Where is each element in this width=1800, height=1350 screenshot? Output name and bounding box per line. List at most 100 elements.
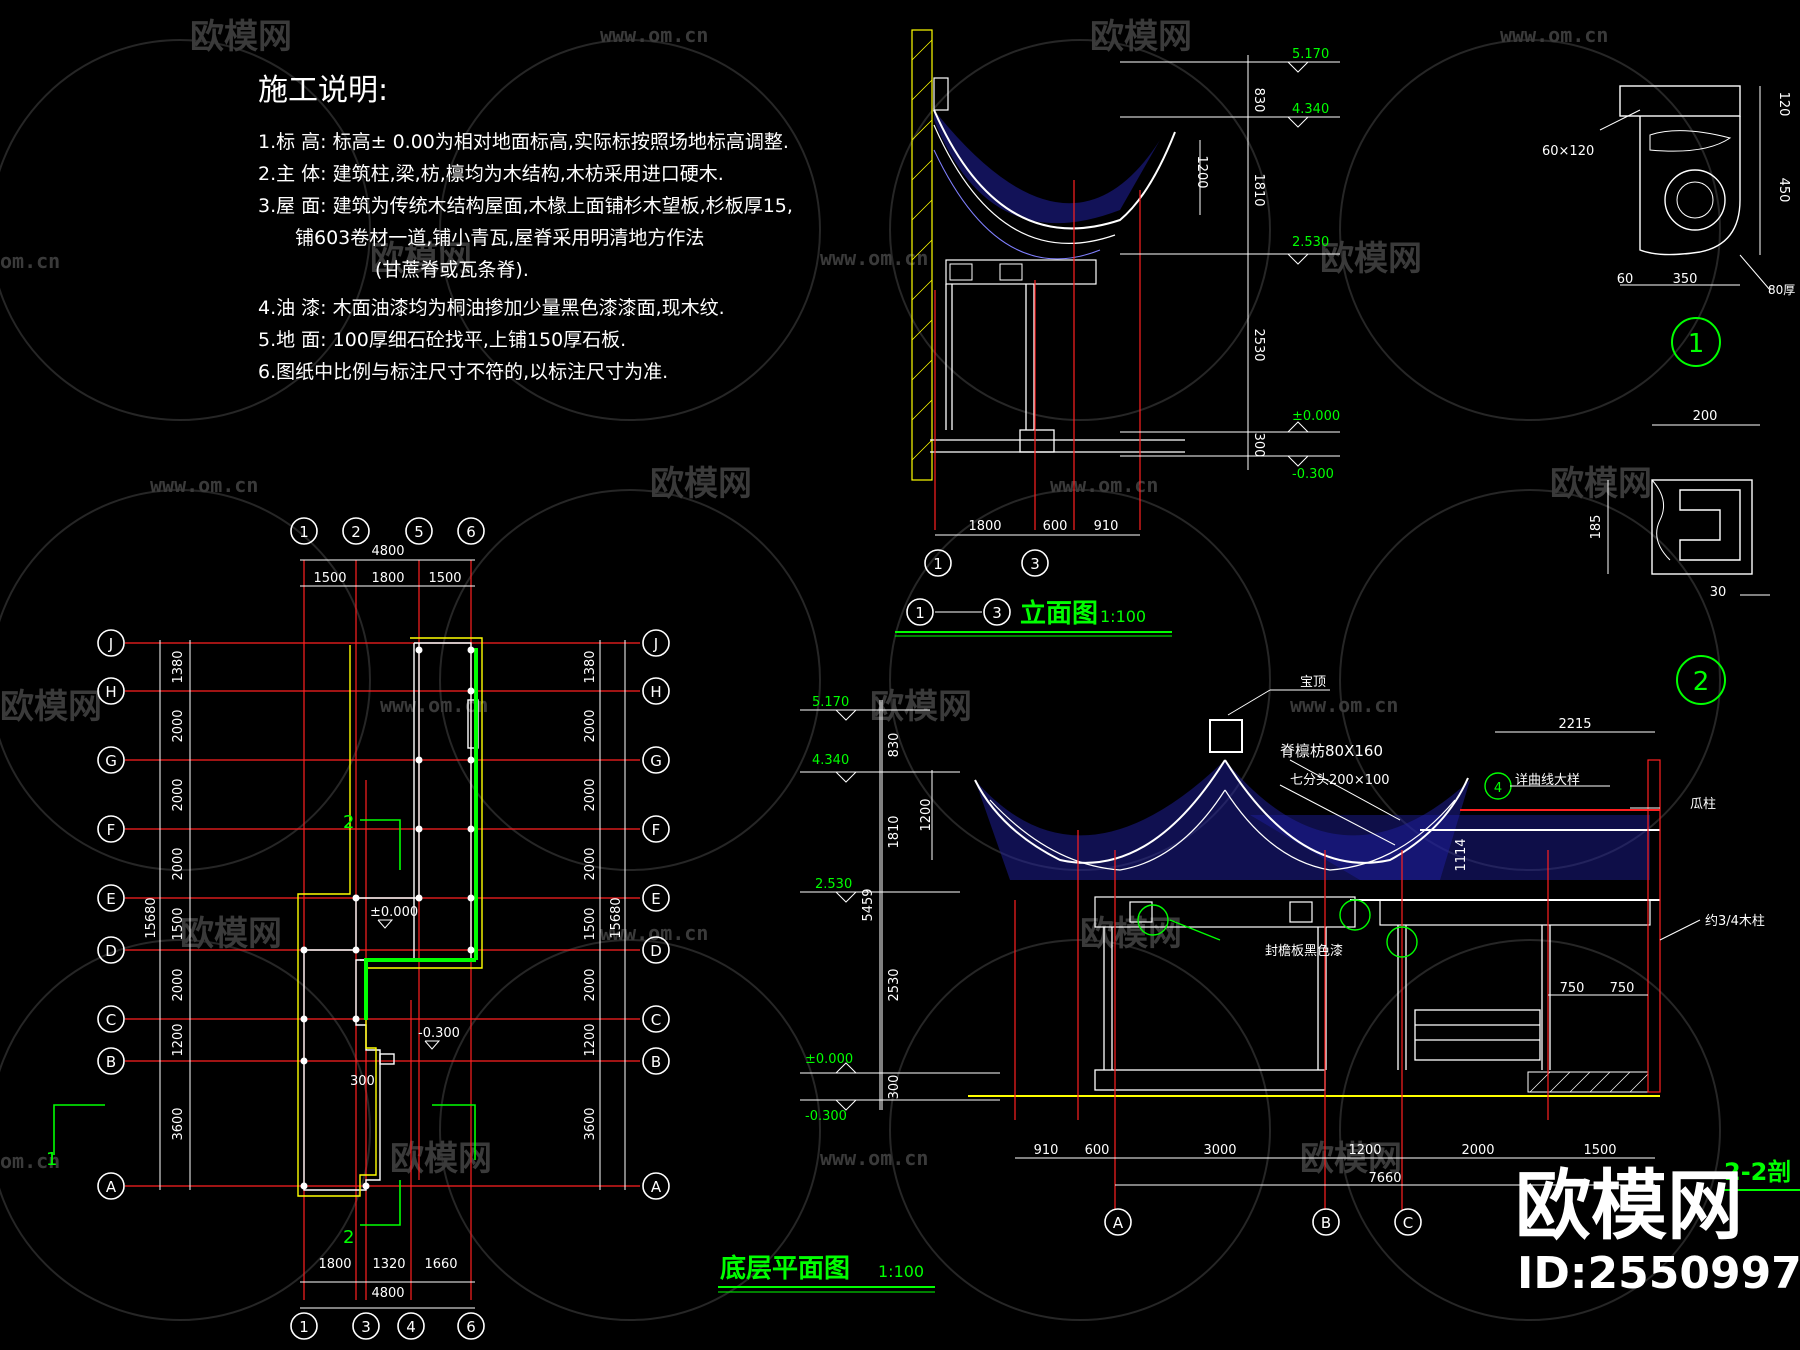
axis-label: B [651,1053,661,1071]
sec-hdim: 1200 [1348,1143,1381,1158]
plan-bottom-dim: 1660 [424,1257,457,1272]
model-id: ID:2550997 [1517,1248,1800,1299]
sec-eave-dim: 1200 [919,798,934,831]
plan-level-upper: ±0.000 [370,905,418,920]
detail-2: 200 185 30 2 [1589,409,1770,705]
dim-label: 1500 [583,907,598,940]
sec-inner-dim: 750 [1560,981,1585,996]
plan-total-length: 15680 [609,897,624,938]
dim-label: 1380 [583,650,598,683]
elev-vdim: 830 [1251,88,1266,113]
elev-hdim: 600 [1043,519,1068,534]
watermark-logo: 欧模网 [1300,1139,1402,1179]
dim-label: 1200 [171,1023,186,1056]
note-line: 3.屋 面: 建筑为传统木结构屋面,木椽上面铺杉木望板,杉板厚15, [258,195,793,217]
elev-vdim: 300 [1251,433,1266,458]
watermark-url: www.om.cn [1500,23,1608,47]
axis-label: 1 [299,1318,309,1336]
axis-label: J [108,635,113,653]
watermark-logo: 欧模网 [1090,17,1192,57]
floor-plan: 1 2 5 6 4800 1500 1800 1500 1800 1320 16… [46,517,935,1340]
watermark-url: www.om.cn [150,473,258,497]
note-line: 铺603卷材一道,铺小青瓦,屋脊采用明清地方作法 [295,227,704,249]
sec-level: -0.300 [805,1109,847,1124]
sec-total-height: 5459 [861,888,876,921]
dim-label: 1500 [171,907,186,940]
plan-bottom-axes: 1 3 4 6 [290,1312,485,1340]
watermark-logo: 欧模网 [1550,464,1652,504]
elev-scale: 1:100 [1100,607,1146,626]
dim-label: 2000 [583,709,598,742]
axis-label: C [106,1011,116,1029]
watermark-url: www.om.cn [820,1146,928,1170]
plan-row-axes-right: J H G F E D C B A [642,629,670,1200]
dim-label: 1200 [583,1023,598,1056]
detail-1: 120 450 60 350 60×120 80厚 1 [1542,85,1795,367]
plan-bottom-dim: 1800 [318,1257,351,1272]
plan-row-dims-right: 1380 2000 2000 2000 1500 2000 1200 3600 … [583,650,624,1140]
elev-level: ±0.000 [1292,409,1340,424]
axis-label: H [105,683,116,701]
plan-row-axes [125,642,640,1187]
elev-vdim: 1810 [1251,173,1266,206]
watermark-texts: 欧模网 www.om.cn 欧模网 www.om.cn om.cn 欧模网 ww… [0,17,1652,1179]
detail1-size-label: 60×120 [1542,144,1594,159]
sec-vdim: 2530 [887,968,902,1001]
plan-columns [300,646,475,1190]
dim-label: 2000 [171,778,186,811]
axis-label: 5 [414,523,424,541]
note-line: 4.油 漆: 木面油漆均为桐油掺加少量黑色漆漆面,现木纹. [258,297,725,319]
axis-label: 6 [466,1318,476,1336]
sec-label-bao-ding: 宝顶 [1300,675,1326,690]
sec-label-curve: 详曲线大样 [1515,773,1580,788]
dim-label: 2000 [583,778,598,811]
sec-hdim: 1500 [1583,1143,1616,1158]
note-line: (甘蔗脊或瓦条脊). [375,259,529,281]
detail2-dim: 185 [1589,515,1604,540]
plan-section-marks [53,819,476,1226]
axis-label: J [653,635,658,653]
watermark-url: www.om.cn [600,921,708,945]
plan-bottom-total: 4800 [371,1286,404,1301]
notes-title: 施工说明: [258,73,388,108]
dim-label: 3600 [583,1107,598,1140]
detail2-dim: 30 [1710,585,1727,600]
elev-level: -0.300 [1292,467,1334,482]
plan-scale: 1:100 [878,1262,924,1281]
plan-dimension-lines [159,559,626,1309]
brand-watermark: 欧模网 ID:2550997 [1515,1161,1800,1299]
elev-level: 5.170 [1292,47,1329,62]
section-mark-label: 2 [343,812,354,833]
brand-logo-text: 欧模网 [1515,1161,1743,1250]
axis-label: H [650,683,661,701]
detail2-mark: 2 [1693,667,1710,697]
axis-label: B [106,1053,116,1071]
note-line: 1.标 高: 标高± 0.00为相对地面标高,实际标按照场地标高调整. [258,131,789,153]
plan-top-dim: 1800 [371,571,404,586]
section-title: 2-2剖 [1724,1158,1791,1186]
sec-vdim: 300 [887,1075,902,1100]
elev-level: 4.340 [1292,102,1329,117]
sec-level: 5.170 [812,695,849,710]
axis-label: A [651,1178,662,1196]
axis-label: B [1321,1214,1331,1232]
plan-row-dims-left: 1380 2000 2000 2000 1500 2000 1200 3600 … [144,650,186,1140]
elev-eave-dim: 1200 [1194,155,1209,188]
sec-hdim: 910 [1034,1143,1059,1158]
sec-level: 4.340 [812,753,849,768]
dim-label: 2000 [171,709,186,742]
watermark-url: www.om.cn [1050,473,1158,497]
axis-label: A [106,1178,117,1196]
axis-label: 3 [361,1318,371,1336]
elev-hdim: 1800 [968,519,1001,534]
detail1-thick-label: 80厚 [1768,283,1795,297]
watermark-logo: 欧模网 [1080,914,1182,954]
note-line: 2.主 体: 建筑柱,梁,枋,檩均为木结构,木枋采用进口硬木. [258,163,724,185]
plan-column-axes [303,560,472,1300]
dim-label: 2000 [583,968,598,1001]
watermark-logo: 欧模网 [180,914,282,954]
axis-label: C [651,1011,661,1029]
note-line: 5.地 面: 100厚细石砼找平,上铺150厚石板. [258,329,626,351]
plan-title: 底层平面图 [720,1253,850,1284]
